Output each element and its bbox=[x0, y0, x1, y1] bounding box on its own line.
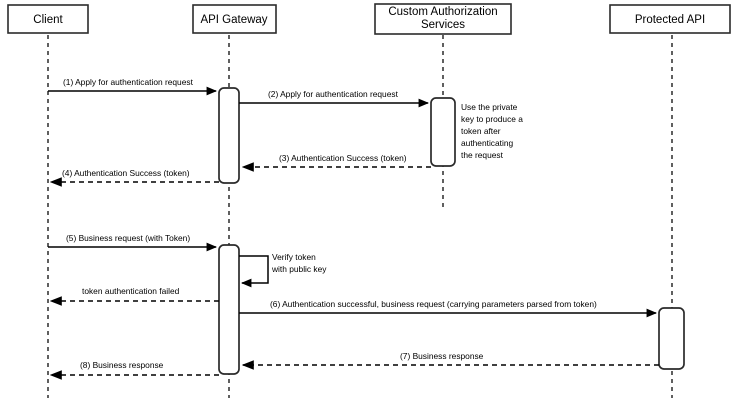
message-1-label: (1) Apply for authentication request bbox=[63, 77, 194, 87]
message-6-label: (6) Authentication successful, business … bbox=[270, 299, 597, 309]
message-7-business-response[interactable]: (7) Business response bbox=[241, 351, 659, 370]
message-self-verify-token-label-line2: with public key bbox=[271, 264, 327, 274]
participant-box-protected-api[interactable] bbox=[609, 4, 731, 34]
message-2-apply-for-authentication-request[interactable]: (2) Apply for authentication request bbox=[239, 89, 430, 108]
message-self-verify-token-arrow bbox=[239, 255, 269, 288]
participant-label-client: Client bbox=[33, 14, 63, 26]
participant-box-client[interactable] bbox=[7, 4, 89, 34]
note-private-key-line-5: the request bbox=[461, 150, 504, 160]
note-private-key-line-1: Use the private bbox=[461, 102, 518, 112]
message-5-label: (5) Business request (with Token) bbox=[66, 233, 190, 243]
message-4-authentication-success-token[interactable]: (4) Authentication Success (token) bbox=[49, 168, 219, 187]
message-token-authentication-failed[interactable]: token authentication failed bbox=[49, 286, 219, 306]
note-private-key-line-3: token after bbox=[461, 126, 501, 136]
note-private-key-line-4: authenticating bbox=[461, 138, 513, 148]
message-6-authentication-successful-business-request[interactable]: (6) Authentication successful, business … bbox=[239, 299, 658, 318]
activation-bars bbox=[218, 87, 685, 375]
message-8-business-response[interactable]: (8) Business response bbox=[49, 360, 219, 380]
note-private-key-line-2: key to produce a bbox=[461, 114, 523, 124]
message-token-authentication-failed-label: token authentication failed bbox=[82, 286, 180, 296]
activation-bar-gateway-business[interactable] bbox=[218, 244, 240, 375]
message-7-label: (7) Business response bbox=[400, 351, 484, 361]
message-4-label: (4) Authentication Success (token) bbox=[62, 168, 190, 178]
participant-box-api-gateway[interactable] bbox=[192, 4, 277, 34]
participant-custom-authorization-services[interactable]: Custom Authorization Services bbox=[374, 3, 512, 35]
participant-protected-api[interactable]: Protected API bbox=[609, 4, 731, 34]
activation-bar-protected-api[interactable] bbox=[658, 307, 685, 370]
lifeline-lines bbox=[47, 35, 673, 398]
participant-box-custom-authorization-services[interactable] bbox=[374, 3, 512, 35]
participant-api-gateway[interactable]: API Gateway bbox=[192, 4, 277, 34]
message-2-label: (2) Apply for authentication request bbox=[268, 89, 399, 99]
message-self-verify-token-label-line1: Verify token bbox=[272, 252, 316, 262]
message-8-label: (8) Business response bbox=[80, 360, 164, 370]
message-3-authentication-success-token[interactable]: (3) Authentication Success (token) bbox=[241, 153, 431, 172]
participant-label-protected-api: Protected API bbox=[635, 14, 705, 26]
message-3-label: (3) Authentication Success (token) bbox=[279, 153, 407, 163]
note-private-key: Use the private key to produce a token a… bbox=[461, 102, 523, 160]
activation-bar-authsvc[interactable] bbox=[430, 97, 456, 167]
participant-label-custom-authorization-services-line2: Services bbox=[421, 19, 465, 31]
message-5-business-request-with-token[interactable]: (5) Business request (with Token) bbox=[48, 233, 218, 252]
activation-bar-gateway-auth[interactable] bbox=[218, 87, 240, 184]
participant-client[interactable]: Client bbox=[7, 4, 89, 34]
participant-label-api-gateway: API Gateway bbox=[200, 14, 267, 26]
participant-label-custom-authorization-services-line1: Custom Authorization bbox=[388, 6, 497, 18]
message-1-apply-for-authentication-request[interactable]: (1) Apply for authentication request bbox=[48, 77, 218, 96]
message-self-verify-token[interactable]: Verify token with public key bbox=[239, 252, 327, 288]
